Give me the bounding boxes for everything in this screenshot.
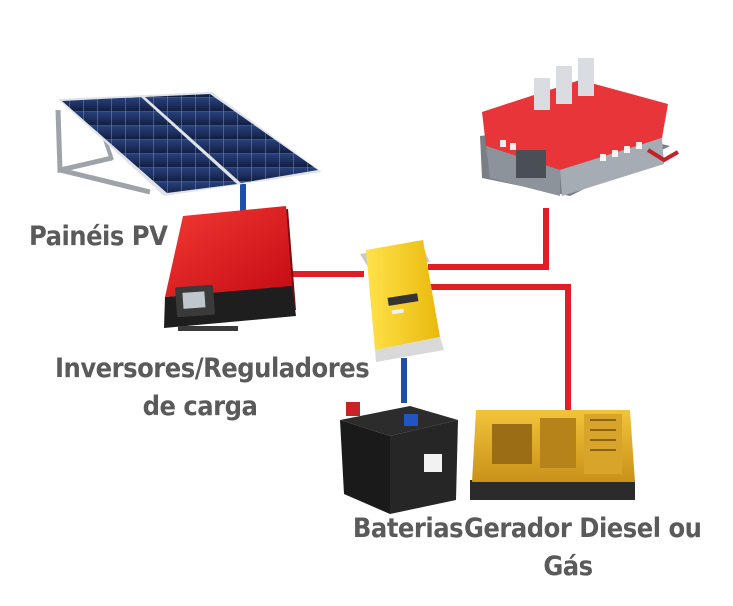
wiring <box>240 184 571 412</box>
generator-label-line1: Gerador Diesel ou <box>464 513 702 544</box>
controller-to-building-wire <box>428 208 549 270</box>
batteries-label: Baterias <box>352 513 464 544</box>
controller-to-generator-wire <box>428 284 571 412</box>
factory-building-icon <box>480 58 679 196</box>
inverters-label-line2: de carga <box>142 391 258 422</box>
pv-panels-label: Painéis PV <box>29 221 168 252</box>
diesel-generator-icon <box>470 410 635 500</box>
inverters-label-line1: Inversores/Reguladores <box>55 353 370 384</box>
charge-controller-icon <box>360 240 444 362</box>
car-battery-icon <box>340 402 458 514</box>
inverter-icon <box>164 206 296 331</box>
solar-panel-icon <box>55 92 322 196</box>
generator-label-line2: Gás <box>543 551 593 582</box>
